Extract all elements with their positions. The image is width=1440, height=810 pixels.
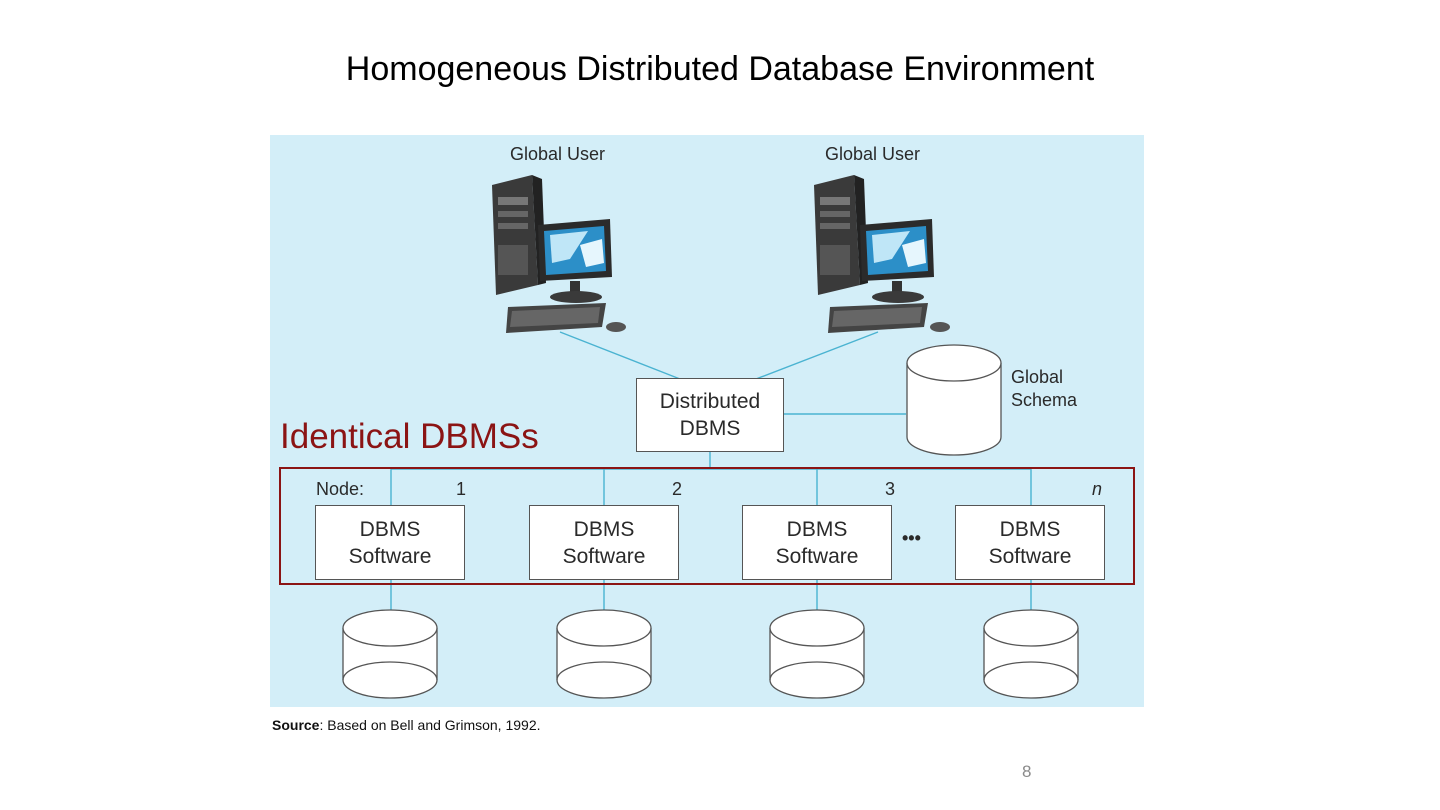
database-cylinder-icon	[983, 609, 1079, 699]
database-cylinder-icon	[769, 609, 865, 699]
identical-dbms-highlight-frame	[279, 467, 1135, 585]
global-schema-line1: Global	[1011, 367, 1064, 387]
identical-dbms-label: Identical DBMSs	[280, 417, 539, 456]
database-cylinder-icon	[556, 609, 652, 699]
dbms-software-line2: Software	[348, 544, 432, 568]
dbms-software-box: DBMS Software	[742, 505, 892, 580]
global-schema-line2: Schema	[1011, 390, 1078, 410]
ellipsis-more-nodes: •••	[902, 528, 921, 548]
dbms-software-line1: DBMS	[786, 517, 848, 541]
dbms-software-line2: Software	[775, 544, 859, 568]
global-user-label: Global User	[825, 144, 921, 164]
distributed-db-diagram: Global User Global User Distributed DBMS…	[270, 135, 1144, 707]
computer-icon	[492, 175, 626, 333]
database-cylinder-icon	[342, 609, 438, 699]
dbms-software-box: DBMS Software	[955, 505, 1105, 580]
dbms-software-line2: Software	[562, 544, 646, 568]
dbms-software-box: DBMS Software	[315, 505, 465, 580]
node-number: 1	[456, 479, 467, 499]
dbms-software-box: DBMS Software	[529, 505, 679, 580]
slide-title: Homogeneous Distributed Database Environ…	[345, 50, 1095, 88]
source-text: : Based on Bell and Grimson, 1992.	[319, 717, 541, 733]
source-caption: Source: Based on Bell and Grimson, 1992.	[272, 717, 541, 733]
source-label: Source	[272, 717, 320, 733]
dbms-software-line1: DBMS	[573, 517, 635, 541]
node-number: 3	[885, 479, 896, 499]
page-number: 8	[1022, 762, 1032, 781]
global-user-label: Global User	[510, 144, 606, 164]
distributed-dbms-line1: Distributed	[659, 390, 761, 413]
computer-icon	[814, 175, 950, 333]
node-number: 2	[672, 479, 683, 499]
global-schema-cylinder-icon	[906, 344, 1002, 456]
diagram-graphics	[342, 175, 1079, 699]
dbms-software-line1: DBMS	[999, 517, 1061, 541]
distributed-dbms-box: Distributed DBMS	[636, 378, 784, 452]
global-schema-label: Global Schema	[1011, 366, 1077, 412]
node-number: n	[1092, 479, 1103, 499]
dbms-software-line1: DBMS	[359, 517, 421, 541]
node-prefix-label: Node:	[316, 479, 365, 499]
dbms-software-line2: Software	[988, 544, 1072, 568]
distributed-dbms-line2: DBMS	[679, 417, 741, 440]
